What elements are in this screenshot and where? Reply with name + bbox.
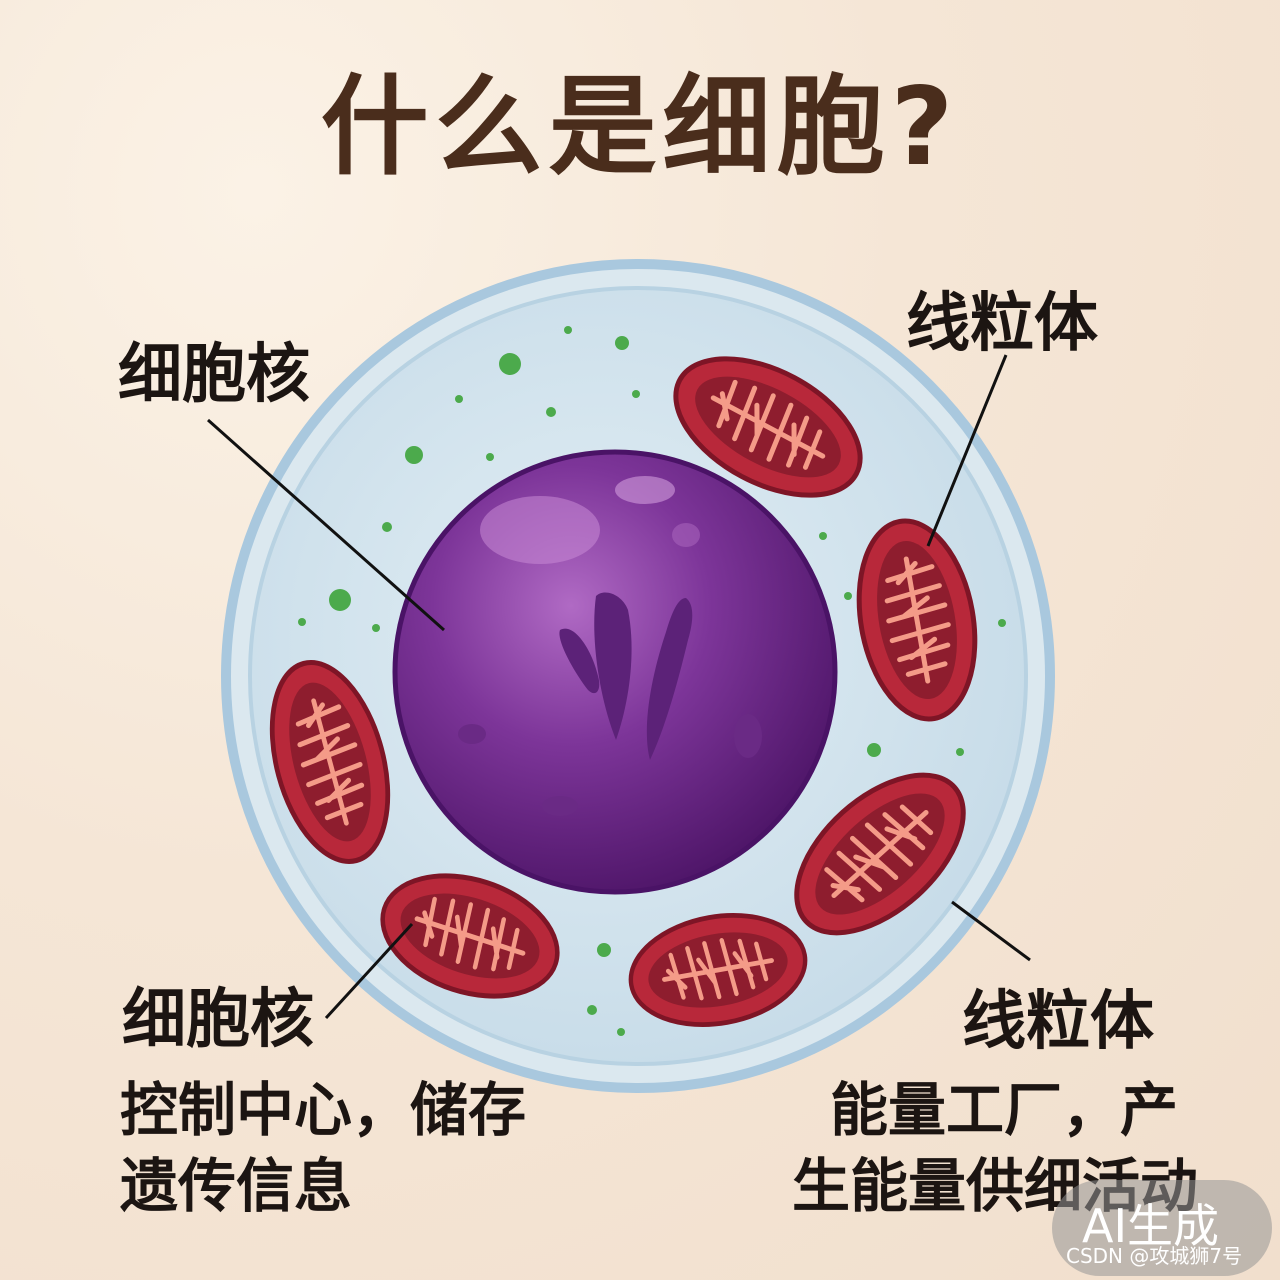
mito-description-line-1: 能量工厂，产 bbox=[830, 1076, 1179, 1144]
granules bbox=[298, 326, 1006, 1036]
label-nucleus-bottom: 细胞核 bbox=[122, 983, 314, 1057]
nucleus-description-line-1: 控制中心，储存 bbox=[120, 1076, 527, 1144]
leader-line-nucleus-bottom bbox=[324, 922, 414, 1020]
watermark: CSDN @攻城狮7号 bbox=[1066, 1244, 1243, 1268]
label-mitochondria-bottom: 线粒体 bbox=[962, 985, 1154, 1059]
nucleus bbox=[392, 449, 838, 895]
leader-line-mito-top bbox=[926, 354, 1008, 547]
leader-line-mito-bottom bbox=[951, 900, 1031, 962]
label-mitochondria: 线粒体 bbox=[906, 287, 1098, 361]
nucleus-description-line-2: 遗传信息 bbox=[120, 1152, 353, 1220]
leader-line-nucleus bbox=[207, 418, 445, 632]
ai-generated-badge bbox=[1052, 1180, 1272, 1276]
ai-generated-label: AI生成 bbox=[1082, 1199, 1220, 1253]
label-nucleus: 细胞核 bbox=[118, 338, 310, 412]
page-title: 什么是细胞? bbox=[320, 65, 960, 190]
